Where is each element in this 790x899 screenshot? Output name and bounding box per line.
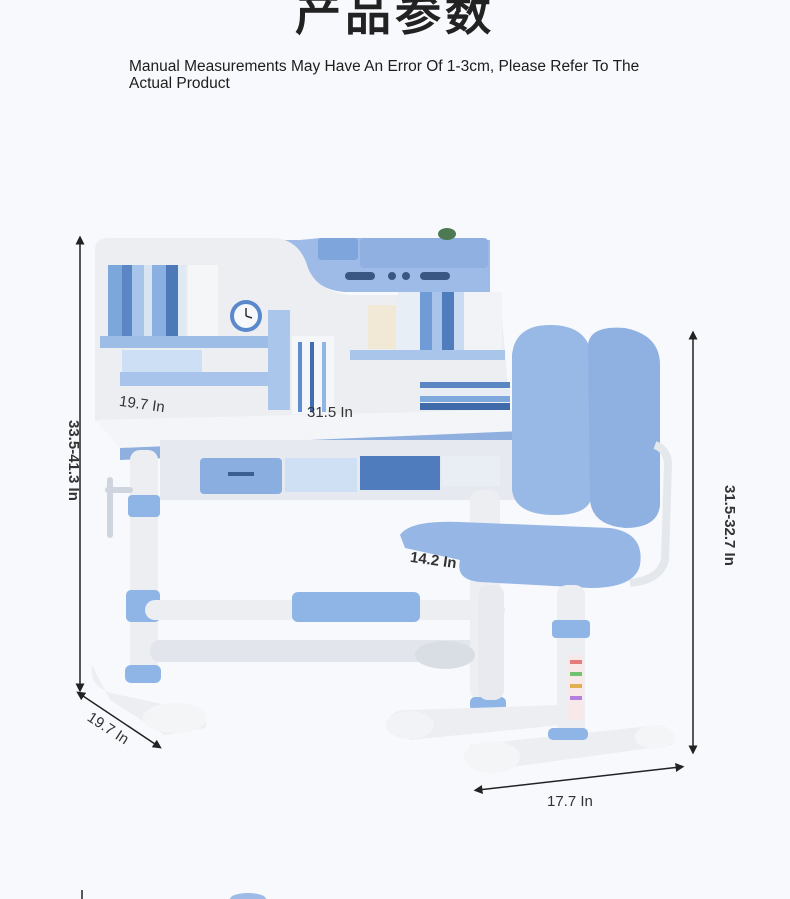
page-title: 产品参数: [295, 0, 495, 41]
desk-height-label: 33.5-41.3 In: [65, 420, 82, 501]
desk-top: [95, 410, 545, 500]
desk-hutch: [95, 228, 510, 420]
dimension-lines: [75, 235, 698, 899]
measurement-note: Manual Measurements May Have An Error Of…: [129, 58, 640, 92]
next-section-peek: [230, 893, 266, 899]
desk-width-label: 31.5 In: [307, 404, 353, 421]
chair: [386, 325, 675, 773]
chair-base-width-label: 17.7 In: [547, 793, 593, 810]
chair-height-label: 31.5-32.7 In: [721, 485, 738, 566]
